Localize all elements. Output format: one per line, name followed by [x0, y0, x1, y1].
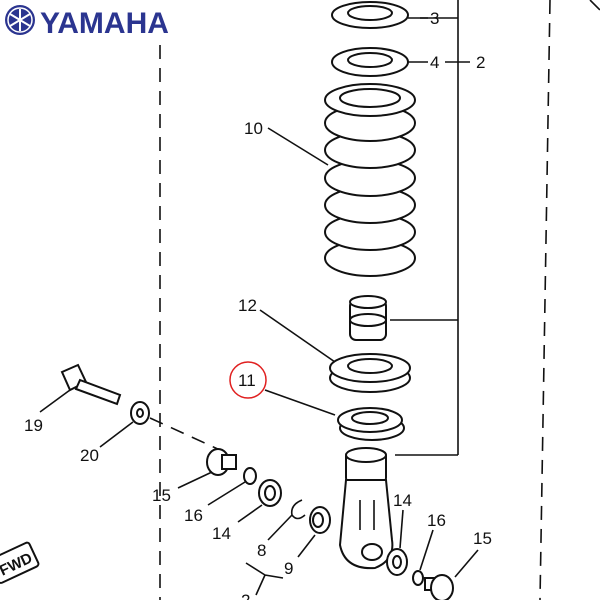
- leader-9: [297, 534, 316, 558]
- collar-15-left: [206, 448, 237, 476]
- leader-19: [39, 389, 71, 413]
- callout-2-bottom[interactable]: 2: [241, 591, 250, 600]
- spring-seat-12: [329, 353, 411, 393]
- fwd-direction-badge: FWD: [0, 541, 40, 584]
- spring-stopper-11: [337, 407, 405, 441]
- circlip-8: [290, 499, 306, 520]
- leader-10: [267, 127, 329, 166]
- leader-8: [267, 514, 293, 541]
- callout-2-top[interactable]: 2: [476, 53, 485, 72]
- leader-15-right: [454, 549, 479, 578]
- callout-20[interactable]: 20: [80, 446, 99, 465]
- yamaha-logo: YAMAHA: [5, 5, 169, 40]
- bracket-2: [390, 0, 470, 456]
- oring-16-left: [243, 467, 257, 485]
- washer-20: [130, 401, 150, 425]
- leader-11: [264, 389, 336, 416]
- bearing-14-left: [258, 479, 282, 507]
- spring-10: [324, 83, 416, 277]
- callout-3[interactable]: 3: [430, 9, 439, 28]
- brand-name: YAMAHA: [40, 7, 169, 40]
- collar-9: [309, 506, 331, 534]
- callout-15-left[interactable]: 15: [152, 486, 171, 505]
- leader-20: [99, 421, 134, 448]
- callout-16-left[interactable]: 16: [184, 506, 203, 525]
- dashed-guide-right: [539, 0, 551, 600]
- locknut-4: [331, 47, 409, 77]
- bracket-2-bottom: [245, 562, 284, 596]
- oring-16-right: [412, 570, 424, 586]
- callout-9[interactable]: 9: [284, 559, 293, 578]
- leader-3-4: [408, 17, 428, 63]
- callout-10[interactable]: 10: [244, 119, 263, 138]
- callout-14-left[interactable]: 14: [212, 524, 231, 543]
- callout-19[interactable]: 19: [24, 416, 43, 435]
- collar-15-right: [424, 574, 454, 600]
- shock-body: [349, 295, 387, 341]
- dashed-guide-corner: [589, 0, 600, 11]
- bearing-14-right: [386, 548, 408, 576]
- bolt-19: [60, 363, 122, 406]
- leader-14-right: [399, 509, 404, 549]
- callout-8[interactable]: 8: [257, 541, 266, 560]
- callout-16-right[interactable]: 16: [427, 511, 446, 530]
- locknut-3: [331, 1, 409, 29]
- highlight-circle: [229, 361, 267, 399]
- leader-12: [259, 309, 336, 363]
- callout-11[interactable]: 11: [238, 371, 256, 390]
- callout-14-right[interactable]: 14: [393, 491, 412, 510]
- leader-14-left: [237, 504, 263, 523]
- leader-16-left: [207, 481, 246, 506]
- callout-12[interactable]: 12: [238, 296, 257, 315]
- lower-shock-eye: [338, 447, 394, 570]
- leader-16-right: [419, 529, 434, 571]
- callout-4[interactable]: 4: [430, 53, 439, 72]
- axis-centerline: [149, 417, 221, 451]
- callout-15-right[interactable]: 15: [473, 529, 492, 548]
- leader-15-left: [177, 471, 213, 489]
